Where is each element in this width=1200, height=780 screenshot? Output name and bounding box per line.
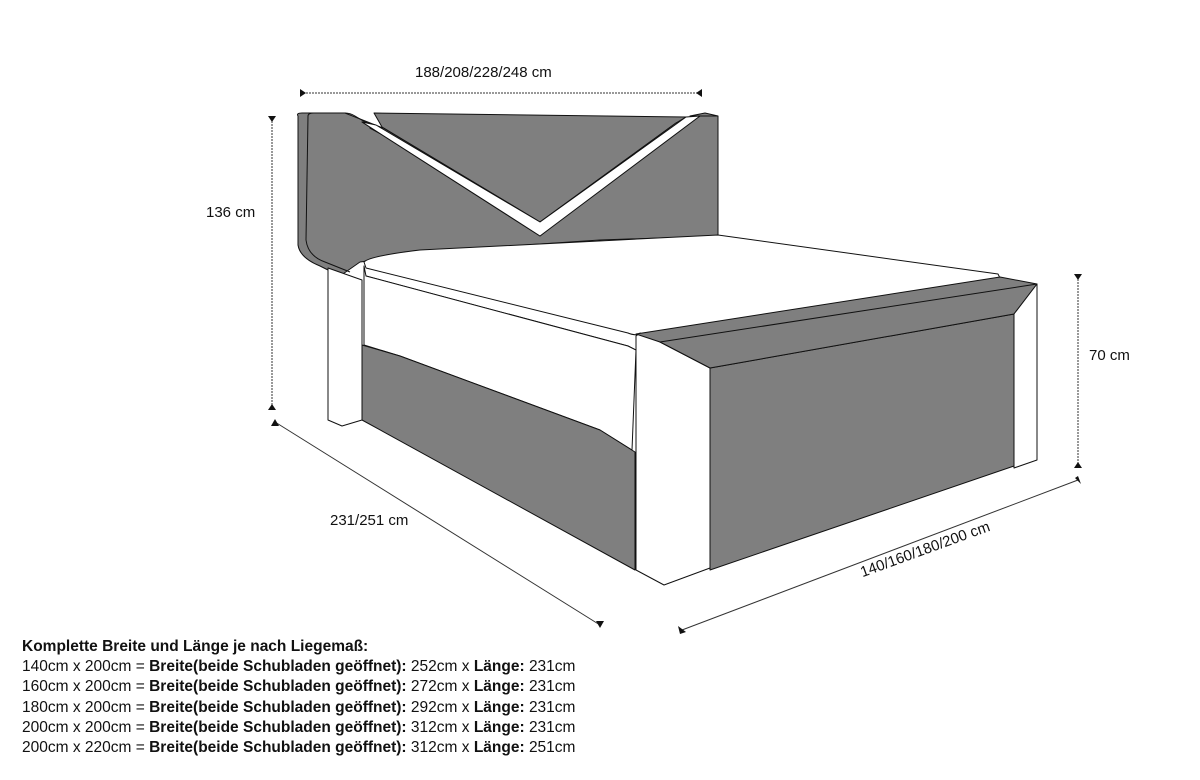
spec-laenge: 231cm [528,698,576,716]
spec-laenge-label: Länge: [473,739,525,757]
spec-laenge: 231cm [528,678,576,696]
spec-breite: 292cm x [410,698,470,716]
dim-line-length [274,421,601,626]
spec-laenge-label: Länge: [473,698,525,716]
spec-laenge-label: Länge: [473,658,525,676]
spec-breite-label: Breite(beide Schubladen geöffnet): [149,698,407,716]
spec-row: 160cm x 200cm = Breite(beide Schubladen … [22,677,575,697]
spec-breite: 312cm x [410,739,470,757]
headboard-height-label: 136 cm [206,204,256,221]
spec-size: 200cm x 220cm = [22,739,145,757]
spec-breite: 312cm x [410,718,470,736]
spec-row: 180cm x 200cm = Breite(beide Schubladen … [22,698,575,718]
dim-line-mattress-width [681,479,1079,631]
arrowheads [268,89,1082,634]
size-specs: Komplette Breite und Länge je nach Liege… [22,637,575,758]
length-dimension-label: 231/251 cm [330,512,409,529]
spec-row: 200cm x 220cm = Breite(beide Schubladen … [22,738,575,758]
spec-laenge-label: Länge: [473,718,525,736]
specs-title: Komplette Breite und Länge je nach Liege… [22,638,369,655]
spec-size: 180cm x 200cm = [22,698,145,716]
spec-breite: 272cm x [410,678,470,696]
left-side-panel [327,267,363,427]
spec-size: 200cm x 200cm = [22,718,145,736]
spec-size: 160cm x 200cm = [22,678,145,696]
spec-laenge: 231cm [528,658,576,676]
spec-breite: 252cm x [410,658,470,676]
left-drawer [361,344,636,571]
right-end-panel [1013,283,1038,469]
spec-laenge: 231cm [528,718,576,736]
spec-laenge: 251cm [528,739,576,757]
front-frame [635,332,711,586]
spec-breite-label: Breite(beide Schubladen geöffnet): [149,678,407,696]
spec-row: 200cm x 200cm = Breite(beide Schubladen … [22,718,575,738]
width-dimension-label: 188/208/228/248 cm [415,64,552,81]
spec-row: 140cm x 200cm = Breite(beide Schubladen … [22,657,575,677]
spec-breite-label: Breite(beide Schubladen geöffnet): [149,658,407,676]
bed-height-label: 70 cm [1089,347,1130,364]
spec-size: 140cm x 200cm = [22,658,145,676]
spec-breite-label: Breite(beide Schubladen geöffnet): [149,739,407,757]
headboard [297,112,719,277]
spec-laenge-label: Länge: [473,678,525,696]
spec-breite-label: Breite(beide Schubladen geöffnet): [149,718,407,736]
